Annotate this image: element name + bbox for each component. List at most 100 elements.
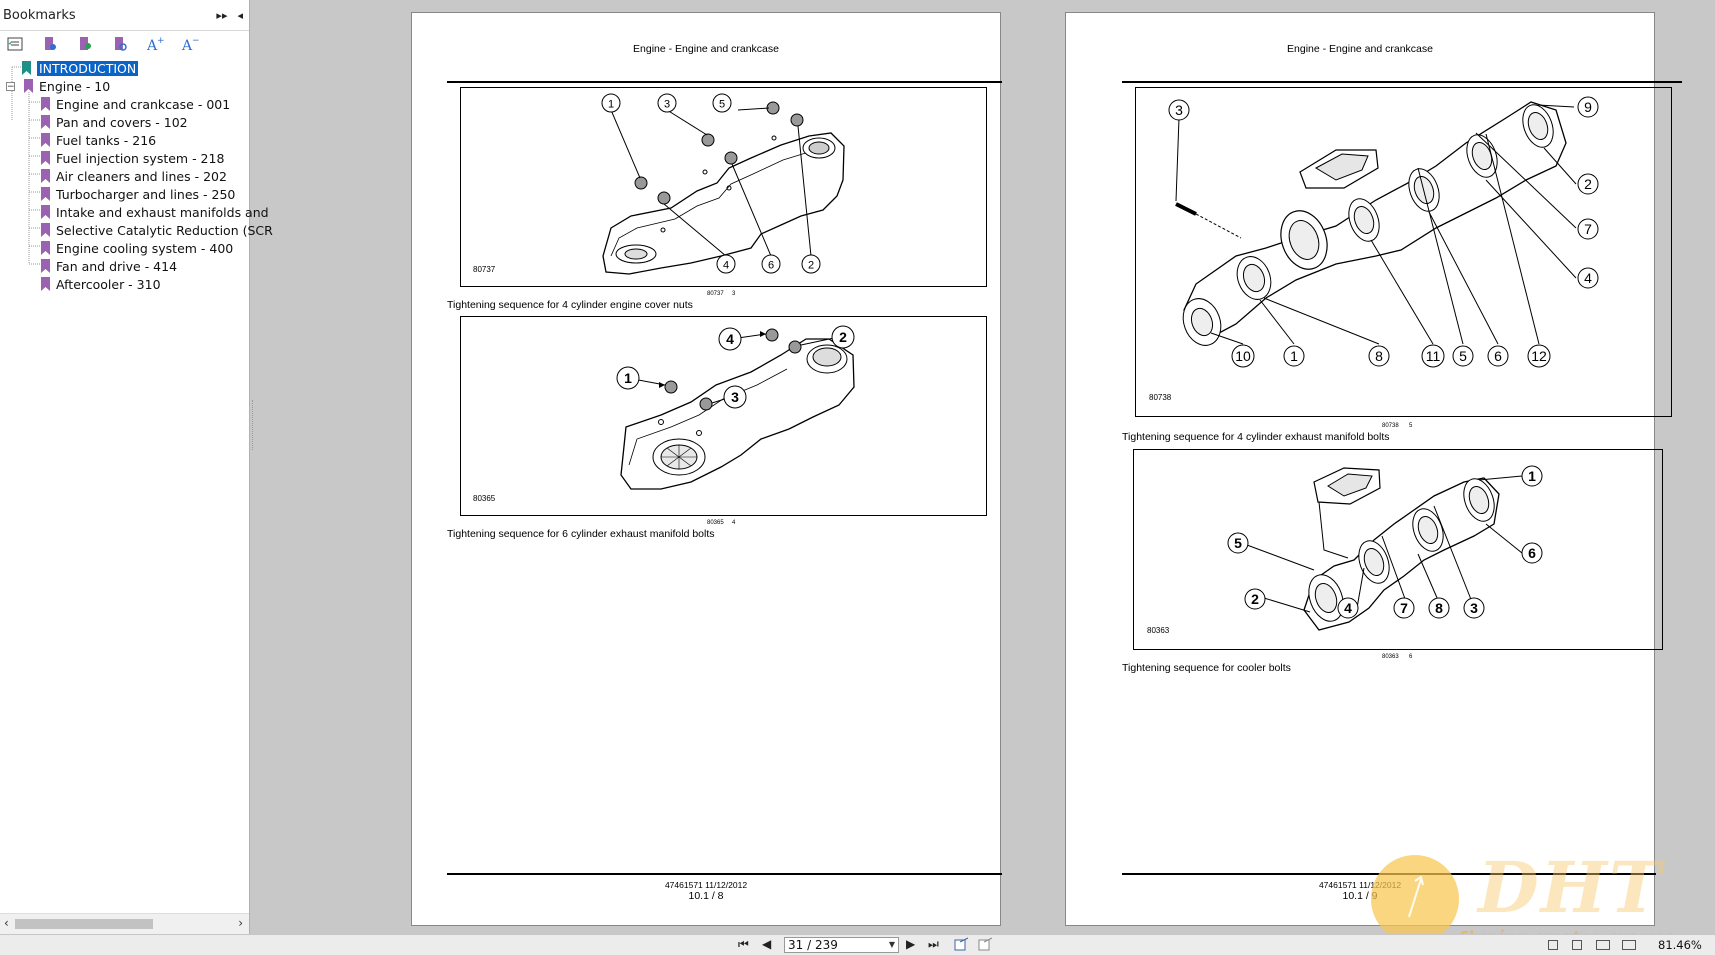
bookmark-icon xyxy=(41,277,50,291)
figure-cooler: 1 6 5 2 4 7 8 3 80363 xyxy=(1133,449,1663,650)
bookmark-aftercooler[interactable]: Aftercooler - 310 xyxy=(0,275,249,293)
callout-label: 8 xyxy=(1375,348,1383,364)
bookmarks-header: Bookmarks ▸▸ ◂ xyxy=(0,0,249,31)
bookmarks-panel: Bookmarks ▸▸ ◂ A+ A− xyxy=(0,0,273,934)
bookmark-scr[interactable]: Selective Catalytic Reduction (SCR xyxy=(0,221,273,239)
bookmark-manifolds[interactable]: Intake and exhaust manifolds and xyxy=(0,203,269,221)
callout-label: 6 xyxy=(768,260,774,272)
bookmark-label: Pan and covers - 102 xyxy=(56,114,188,130)
svg-text:A: A xyxy=(146,38,158,52)
bookmark-label: Turbocharger and lines - 250 xyxy=(56,186,236,202)
watermark-logo xyxy=(1371,855,1459,943)
bookmark-pan-covers[interactable]: Pan and covers - 102 xyxy=(0,113,249,131)
facing-view-icon[interactable] xyxy=(1596,940,1610,950)
callout-label: 4 xyxy=(726,331,734,347)
svg-text:A: A xyxy=(181,38,193,52)
figure-code: 80363 xyxy=(1147,626,1170,635)
bookmark-fuel-tanks[interactable]: Fuel tanks - 216 xyxy=(0,131,249,149)
cooler-drawing: 1 6 5 2 4 7 8 3 xyxy=(1227,465,1543,631)
bookmarks-horizontal-scrollbar[interactable]: ‹ › xyxy=(0,913,249,934)
expand-panel-icon[interactable]: ▸▸ xyxy=(216,8,228,22)
bookmark-icon xyxy=(41,133,50,147)
figure-caption: Tightening sequence for cooler bolts xyxy=(1122,662,1291,674)
bookmark-label: Engine and crankcase - 001 xyxy=(56,96,231,112)
bookmark-introduction[interactable]: INTRODUCTION xyxy=(0,59,249,77)
navigation-bar: ⏮ ◀ 31 / 239 ▼ ▶ ⏭ 81.46% xyxy=(0,934,1715,955)
figure-engine-cover-4cyl: 1 3 5 4 6 2 80737 xyxy=(460,87,987,287)
bookmark-cooling[interactable]: Engine cooling system - 400 xyxy=(0,239,249,257)
bookmark-turbocharger[interactable]: Turbocharger and lines - 250 xyxy=(0,185,249,203)
next-page-icon[interactable]: ▶ xyxy=(906,937,916,951)
expand-bookmark-icon[interactable] xyxy=(76,35,94,53)
panel-splitter[interactable] xyxy=(252,400,256,450)
svg-text:+: + xyxy=(157,36,164,46)
scroll-left-icon[interactable]: ‹ xyxy=(4,916,9,930)
increase-text-size-icon[interactable]: A+ xyxy=(146,35,164,53)
bookmark-icon xyxy=(22,61,31,75)
callout-label: 6 xyxy=(1528,545,1536,561)
figure-code: 80738 xyxy=(1149,393,1172,402)
bookmark-icon xyxy=(41,241,50,255)
bookmarks-title: Bookmarks xyxy=(3,7,76,23)
bookmark-icon xyxy=(41,223,50,237)
footer-page-number: 10.1 / 8 xyxy=(688,890,724,902)
bookmark-fuel-injection[interactable]: Fuel injection system - 218 xyxy=(0,149,249,167)
bookmark-icon xyxy=(41,169,50,183)
figure-ref: 80365 xyxy=(707,520,724,526)
single-page-view-icon[interactable] xyxy=(1548,940,1558,950)
bookmark-label: Fan and drive - 414 xyxy=(56,258,178,274)
go-forward-icon[interactable] xyxy=(978,936,994,955)
header-rule xyxy=(447,81,1002,83)
callout-label: 8 xyxy=(1435,600,1443,616)
callout-label: 5 xyxy=(1234,535,1242,551)
callout-label: 5 xyxy=(719,99,725,111)
figure-number: 6 xyxy=(1409,654,1413,660)
callout-label: 3 xyxy=(1175,102,1183,118)
bookmarks-toolbar: A+ A− xyxy=(0,31,249,57)
last-page-icon[interactable]: ⏭ xyxy=(928,937,939,951)
figure-ref: 80737 xyxy=(707,291,724,297)
callout-label: 3 xyxy=(664,99,670,111)
bookmark-options-icon[interactable] xyxy=(6,35,24,53)
bookmark-icon xyxy=(41,151,50,165)
page-dropdown-icon[interactable]: ▼ xyxy=(888,940,895,949)
footer-page-number: 10.1 / 9 xyxy=(1342,890,1378,902)
callout-label: 1 xyxy=(1290,348,1298,364)
bookmark-air-cleaners[interactable]: Air cleaners and lines - 202 xyxy=(0,167,249,185)
figure-number: 3 xyxy=(732,291,736,297)
bookmark-icon xyxy=(41,97,50,111)
bookmark-label: Engine cooling system - 400 xyxy=(56,240,234,256)
bookmark-icon xyxy=(24,79,33,93)
footer-rule xyxy=(447,873,1002,875)
bookmark-fan-drive[interactable]: Fan and drive - 414 xyxy=(0,257,249,275)
find-bookmark-icon[interactable] xyxy=(111,35,129,53)
bookmark-label: Fuel injection system - 218 xyxy=(56,150,225,166)
continuous-view-icon[interactable] xyxy=(1572,940,1582,950)
bookmark-label: Intake and exhaust manifolds and xyxy=(56,204,269,220)
new-bookmark-icon[interactable] xyxy=(41,35,59,53)
callout-label: 4 xyxy=(1344,600,1352,616)
collapse-toggle-icon[interactable]: − xyxy=(6,81,15,92)
previous-page-icon[interactable]: ◀ xyxy=(762,937,772,951)
callout-label: 2 xyxy=(1584,176,1592,192)
continuous-facing-view-icon[interactable] xyxy=(1622,940,1636,950)
go-back-icon[interactable] xyxy=(954,936,970,955)
page-number-input[interactable]: 31 / 239 ▼ xyxy=(784,937,899,953)
figure-exhaust-manifold-4cyl: 3 9 2 7 4 10 1 8 11 5 6 12 80738 xyxy=(1135,87,1672,417)
zoom-level[interactable]: 81.46% xyxy=(1658,938,1702,952)
first-page-icon[interactable]: ⏮ xyxy=(738,937,749,951)
bookmark-engine-crankcase[interactable]: Engine and crankcase - 001 xyxy=(0,95,249,113)
collapse-panel-icon[interactable]: ◂ xyxy=(237,8,243,22)
footer-doc-id: 47461571 11/12/2012 xyxy=(1318,880,1402,890)
decrease-text-size-icon[interactable]: A− xyxy=(181,35,199,53)
bookmark-engine[interactable]: − Engine - 10 xyxy=(0,77,249,95)
figure-number: 5 xyxy=(1409,423,1413,429)
figure-ref: 80363 xyxy=(1382,654,1399,660)
scrollbar-thumb[interactable] xyxy=(15,919,153,929)
svg-text:−: − xyxy=(192,36,199,46)
callout-label: 7 xyxy=(1584,221,1592,237)
callout-label: 10 xyxy=(1235,348,1251,364)
scroll-right-icon[interactable]: › xyxy=(238,916,243,930)
callout-label: 3 xyxy=(1470,600,1478,616)
page-header: Engine - Engine and crankcase xyxy=(633,43,779,55)
